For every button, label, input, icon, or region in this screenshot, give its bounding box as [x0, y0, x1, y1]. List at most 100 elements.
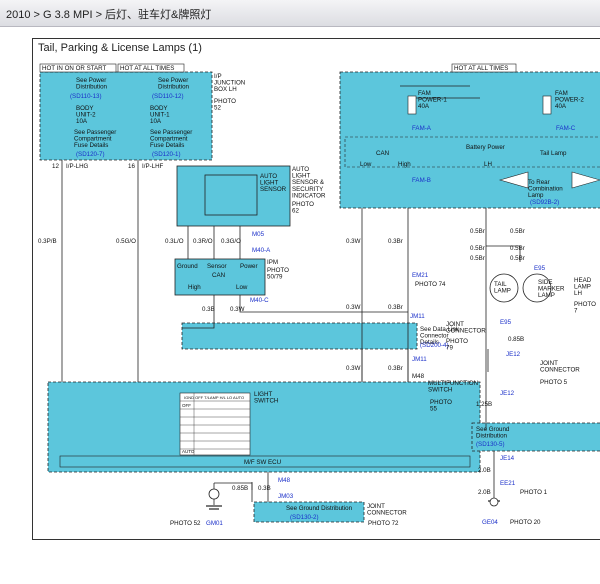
- wire-05go: 0.5G/O: [116, 238, 136, 245]
- sd110-12-link[interactable]: (SD110-12): [152, 93, 184, 100]
- wire-03w-2: 0.3W: [346, 238, 361, 245]
- photo-5-tag[interactable]: PHOTO 5: [540, 379, 568, 386]
- m40c-connector[interactable]: M40-C: [250, 297, 269, 304]
- photo-72-tag[interactable]: PHOTO 72: [368, 520, 399, 527]
- wire-03b: 0.3B: [202, 306, 215, 313]
- m48-connector[interactable]: M48: [412, 373, 425, 380]
- ground-joint-box: [253, 501, 365, 523]
- ge04-connector[interactable]: GE04: [482, 519, 498, 526]
- sd130-5-link[interactable]: (SD130-5): [476, 441, 505, 448]
- wire-05br-4: 0.5Br: [510, 245, 525, 252]
- switch-off-row: OFF: [182, 403, 191, 408]
- sd120-7-link[interactable]: (SD120-7): [76, 151, 105, 158]
- wire-03w-4: 0.3W: [346, 365, 361, 372]
- switch-header: IGND OFF T/LAMP H/L LO AUTO: [184, 395, 244, 400]
- pin-16: 16: [128, 163, 135, 170]
- e95-connector-2[interactable]: E95: [500, 319, 512, 326]
- ipm-power-label: Power: [240, 263, 258, 270]
- wire-125b: 1.25B: [476, 401, 492, 408]
- em21-connector[interactable]: EM21: [412, 272, 429, 279]
- battery-power-label: Battery Power: [466, 144, 505, 151]
- photo-74-tag[interactable]: PHOTO 74: [415, 281, 446, 288]
- see-ground-distribution: See Ground Distribution: [286, 505, 353, 512]
- ipm-low-label: Low: [236, 284, 248, 291]
- wire-03br-2: 0.3Br: [388, 304, 403, 311]
- tail-lamp-icon: [489, 273, 519, 303]
- je12-connector[interactable]: JE12: [506, 351, 521, 358]
- sd120-1-link[interactable]: (SD120-1): [152, 151, 181, 158]
- multifunction-switch: [47, 381, 481, 473]
- mf-sw-ecu-label: M/F SW ECU: [244, 459, 281, 466]
- photo-52-tag-bottom[interactable]: PHOTO 52: [170, 520, 201, 527]
- wire-03go: 0.3G/O: [221, 238, 241, 245]
- joint-connector-box: [181, 322, 418, 350]
- wire-085b-2: 0.85B: [508, 336, 524, 343]
- sd92b2-link[interactable]: (SD92B-2): [530, 199, 559, 206]
- je14-connector[interactable]: JE14: [500, 455, 515, 462]
- ground-ge04-icon: [489, 497, 499, 507]
- sd110-13-link[interactable]: (SD110-13): [70, 93, 102, 100]
- wire-03b-2: 0.3B: [258, 485, 271, 492]
- wire-03w-3: 0.3W: [346, 304, 361, 311]
- ground-dist-box: [471, 422, 600, 452]
- ipm-module: [174, 258, 266, 296]
- ipm-label: IPM: [267, 259, 278, 266]
- m40a-connector[interactable]: M40-A: [252, 247, 271, 254]
- high-label-2: High: [398, 161, 411, 168]
- breadcrumb-bar: 2010 > G 3.8 MPI > 后灯、驻车灯&牌照灯: [0, 0, 600, 27]
- e95-connector[interactable]: E95: [534, 265, 546, 272]
- photo-20-tag[interactable]: PHOTO 20: [510, 519, 541, 526]
- fam-c-connector[interactable]: FAM-C: [556, 125, 576, 132]
- sd130-2-link[interactable]: (SD130-2): [290, 514, 319, 521]
- jm03-connector[interactable]: JM03: [278, 493, 294, 500]
- tail-lamp-label: Tail Lamp: [540, 150, 567, 157]
- je12-connector-2[interactable]: JE12: [500, 390, 515, 397]
- can-label-2: CAN: [376, 150, 389, 157]
- wire-05br-5: 0.5Br: [470, 255, 485, 262]
- switch-table: [179, 392, 251, 456]
- fam-b-connector[interactable]: FAM-B: [412, 177, 431, 184]
- wire-03ro: 0.3R/O: [193, 238, 213, 245]
- breadcrumb[interactable]: 2010 > G 3.8 MPI > 后灯、驻车灯&牌照灯: [6, 9, 212, 21]
- ip-lhg-label: I/P-LHG: [66, 163, 89, 170]
- switch-auto-row: AUTO: [182, 449, 195, 454]
- side-marker-lamp-icon: [522, 273, 552, 303]
- wire-03w: 0.3W: [230, 306, 245, 313]
- m05-connector[interactable]: M05: [252, 231, 265, 238]
- photo-1-tag[interactable]: PHOTO 1: [520, 489, 548, 496]
- fam-a-connector[interactable]: FAM-A: [412, 125, 432, 132]
- wire-03br-3: 0.3Br: [388, 365, 403, 372]
- pin-12: 12: [52, 163, 59, 170]
- ee21-connector[interactable]: EE21: [500, 480, 516, 487]
- wire-03pb: 0.3P/B: [38, 238, 57, 245]
- jm11-connector[interactable]: JM11: [410, 313, 425, 320]
- gm01-connector[interactable]: GM01: [206, 520, 223, 527]
- sd200-4-link[interactable]: (SD200-4): [420, 342, 449, 349]
- hot-on-start-tag: HOT IN ON OR START: [42, 65, 107, 72]
- m48-connector-2[interactable]: M48: [278, 477, 291, 484]
- wire-03lo: 0.3L/O: [165, 238, 184, 245]
- jm11-connector-2[interactable]: JM11: [412, 356, 427, 363]
